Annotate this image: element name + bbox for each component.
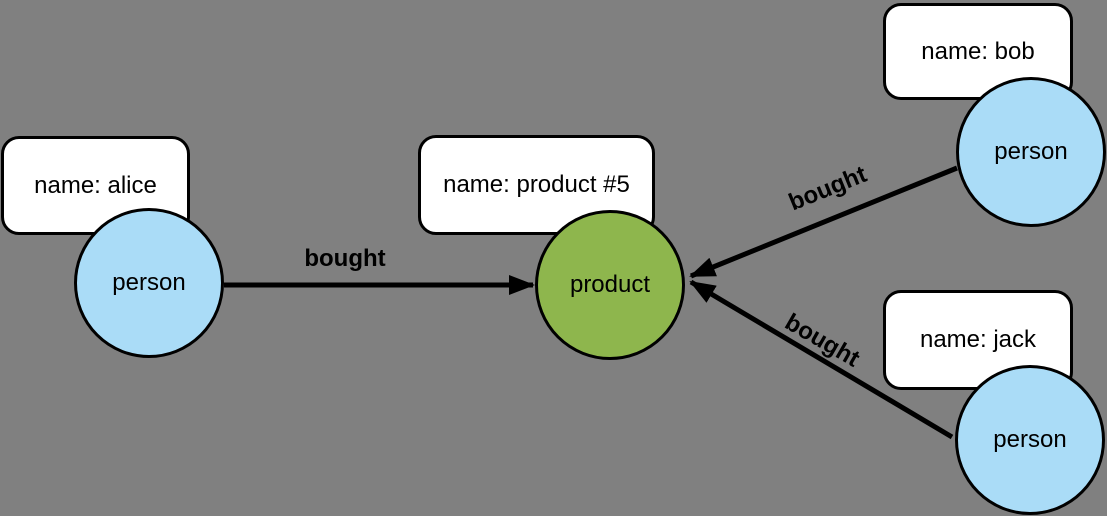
node-person-jack: person <box>955 365 1105 515</box>
node-person-bob: person <box>956 77 1106 227</box>
property-text-bob: name: bob <box>921 37 1035 65</box>
node-person-alice: person <box>74 208 224 358</box>
property-text-alice: name: alice <box>34 171 157 199</box>
node-label-bob: person <box>994 138 1068 165</box>
property-box-alice: name: alice <box>1 136 190 235</box>
edge-bob-product <box>689 165 958 279</box>
node-label-jack: person <box>993 426 1067 453</box>
property-text-product: name: product #5 <box>443 171 630 198</box>
node-label-product: product <box>569 271 651 298</box>
node-label-alice: person <box>112 269 186 296</box>
edge-jack-product <box>689 279 954 440</box>
property-text-jack: name: jack <box>919 326 1037 353</box>
node-product: product <box>535 210 685 360</box>
edge-label-alice-bought: bought <box>304 245 386 272</box>
